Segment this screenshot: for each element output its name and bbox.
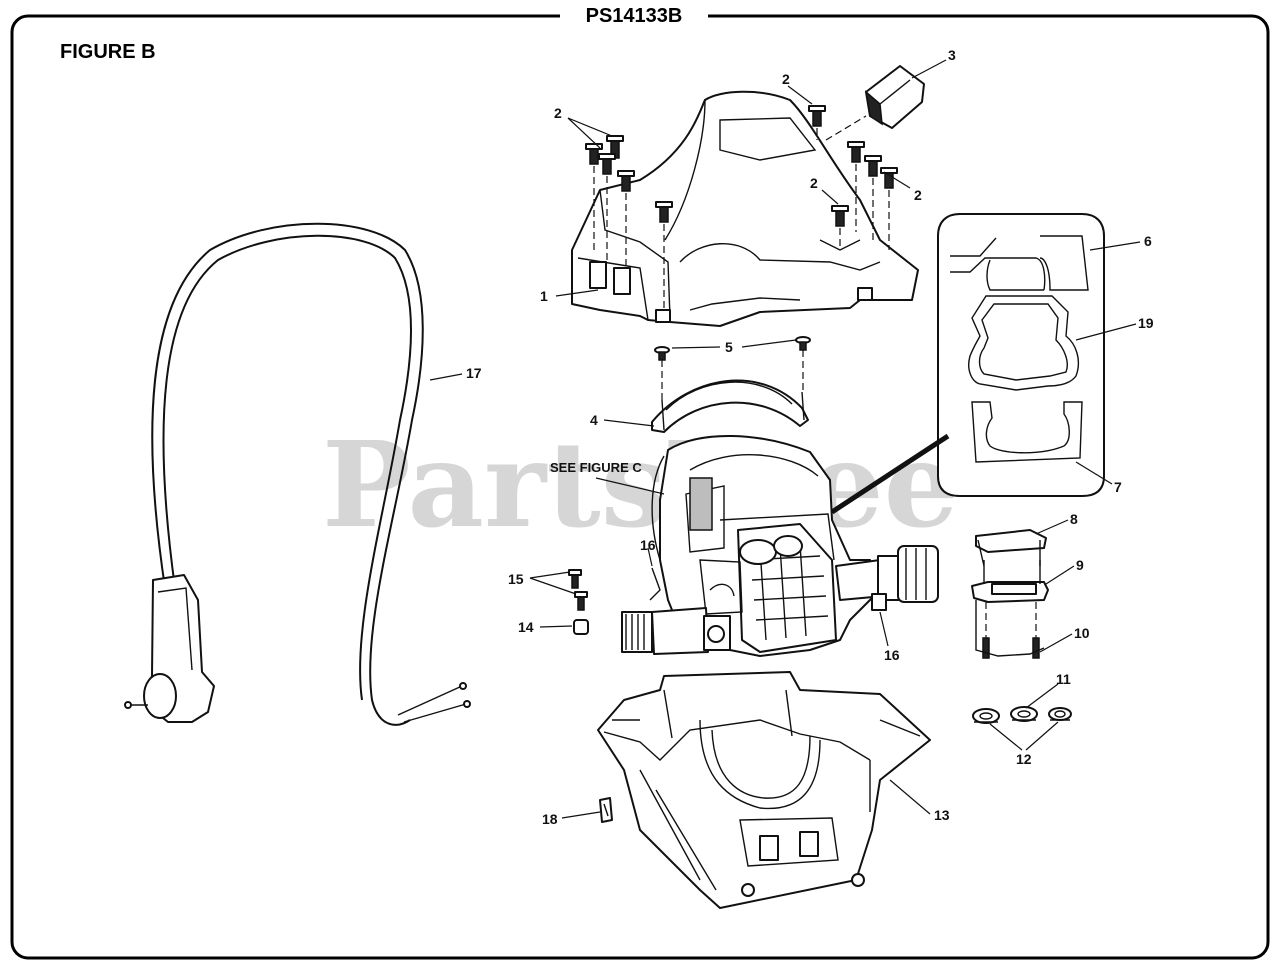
callout-4: 4 [590,412,598,428]
switch-3 [825,65,925,141]
callout-2-left: 2 [554,105,562,121]
screws-2 [585,105,898,310]
callout-19: 19 [1138,315,1154,331]
inset-pointer [830,433,950,515]
callout-16-right: 16 [884,647,900,663]
callout-9: 9 [1076,557,1084,573]
callout-11: 11 [1056,671,1071,687]
callout-13: 13 [934,807,950,823]
pump-assembly [621,434,939,657]
callout-2-top: 2 [782,71,790,87]
screws-5 [654,336,811,402]
callout-10: 10 [1074,625,1090,641]
callout-15: 15 [508,571,524,587]
callout-14: 14 [518,619,534,635]
callout-2-middle: 2 [810,175,818,191]
callout-5: 5 [725,339,733,355]
watermark: PartsTree [322,415,959,554]
upper-shroud-1 [571,90,919,327]
callout-17: 17 [466,365,482,381]
callout-7: 7 [1114,479,1122,495]
screws-15 [568,569,588,611]
figure-title: FIGURE B [60,41,156,63]
bracket-8-9-10 [971,529,1049,659]
callout-1: 1 [540,288,548,304]
callout-6: 6 [1144,233,1152,249]
nut-14 [573,619,589,635]
callout-12: 12 [1016,751,1032,767]
power-cord-17 [124,222,471,726]
pump-cover-4 [651,379,809,433]
callout-labels: 1 2 2 2 2 3 4 5 6 19 7 8 9 10 11 12 13 1… [466,47,1154,827]
clip-18 [599,797,613,823]
title-background [560,2,708,30]
leader-lines [429,59,1141,819]
callout-2-right: 2 [914,187,922,203]
hose-16 [649,567,887,611]
callout-16-left: 16 [640,537,656,553]
callout-8: 8 [1070,511,1078,527]
callout-18: 18 [542,811,558,827]
isolators-11-12 [972,706,1072,724]
callout-3: 3 [948,47,956,63]
diagram-code: PS14133B [586,5,683,27]
base-frame-13 [597,671,931,909]
see-figure-note: SEE FIGURE C [550,460,642,475]
seal-kit-inset [830,213,1105,515]
